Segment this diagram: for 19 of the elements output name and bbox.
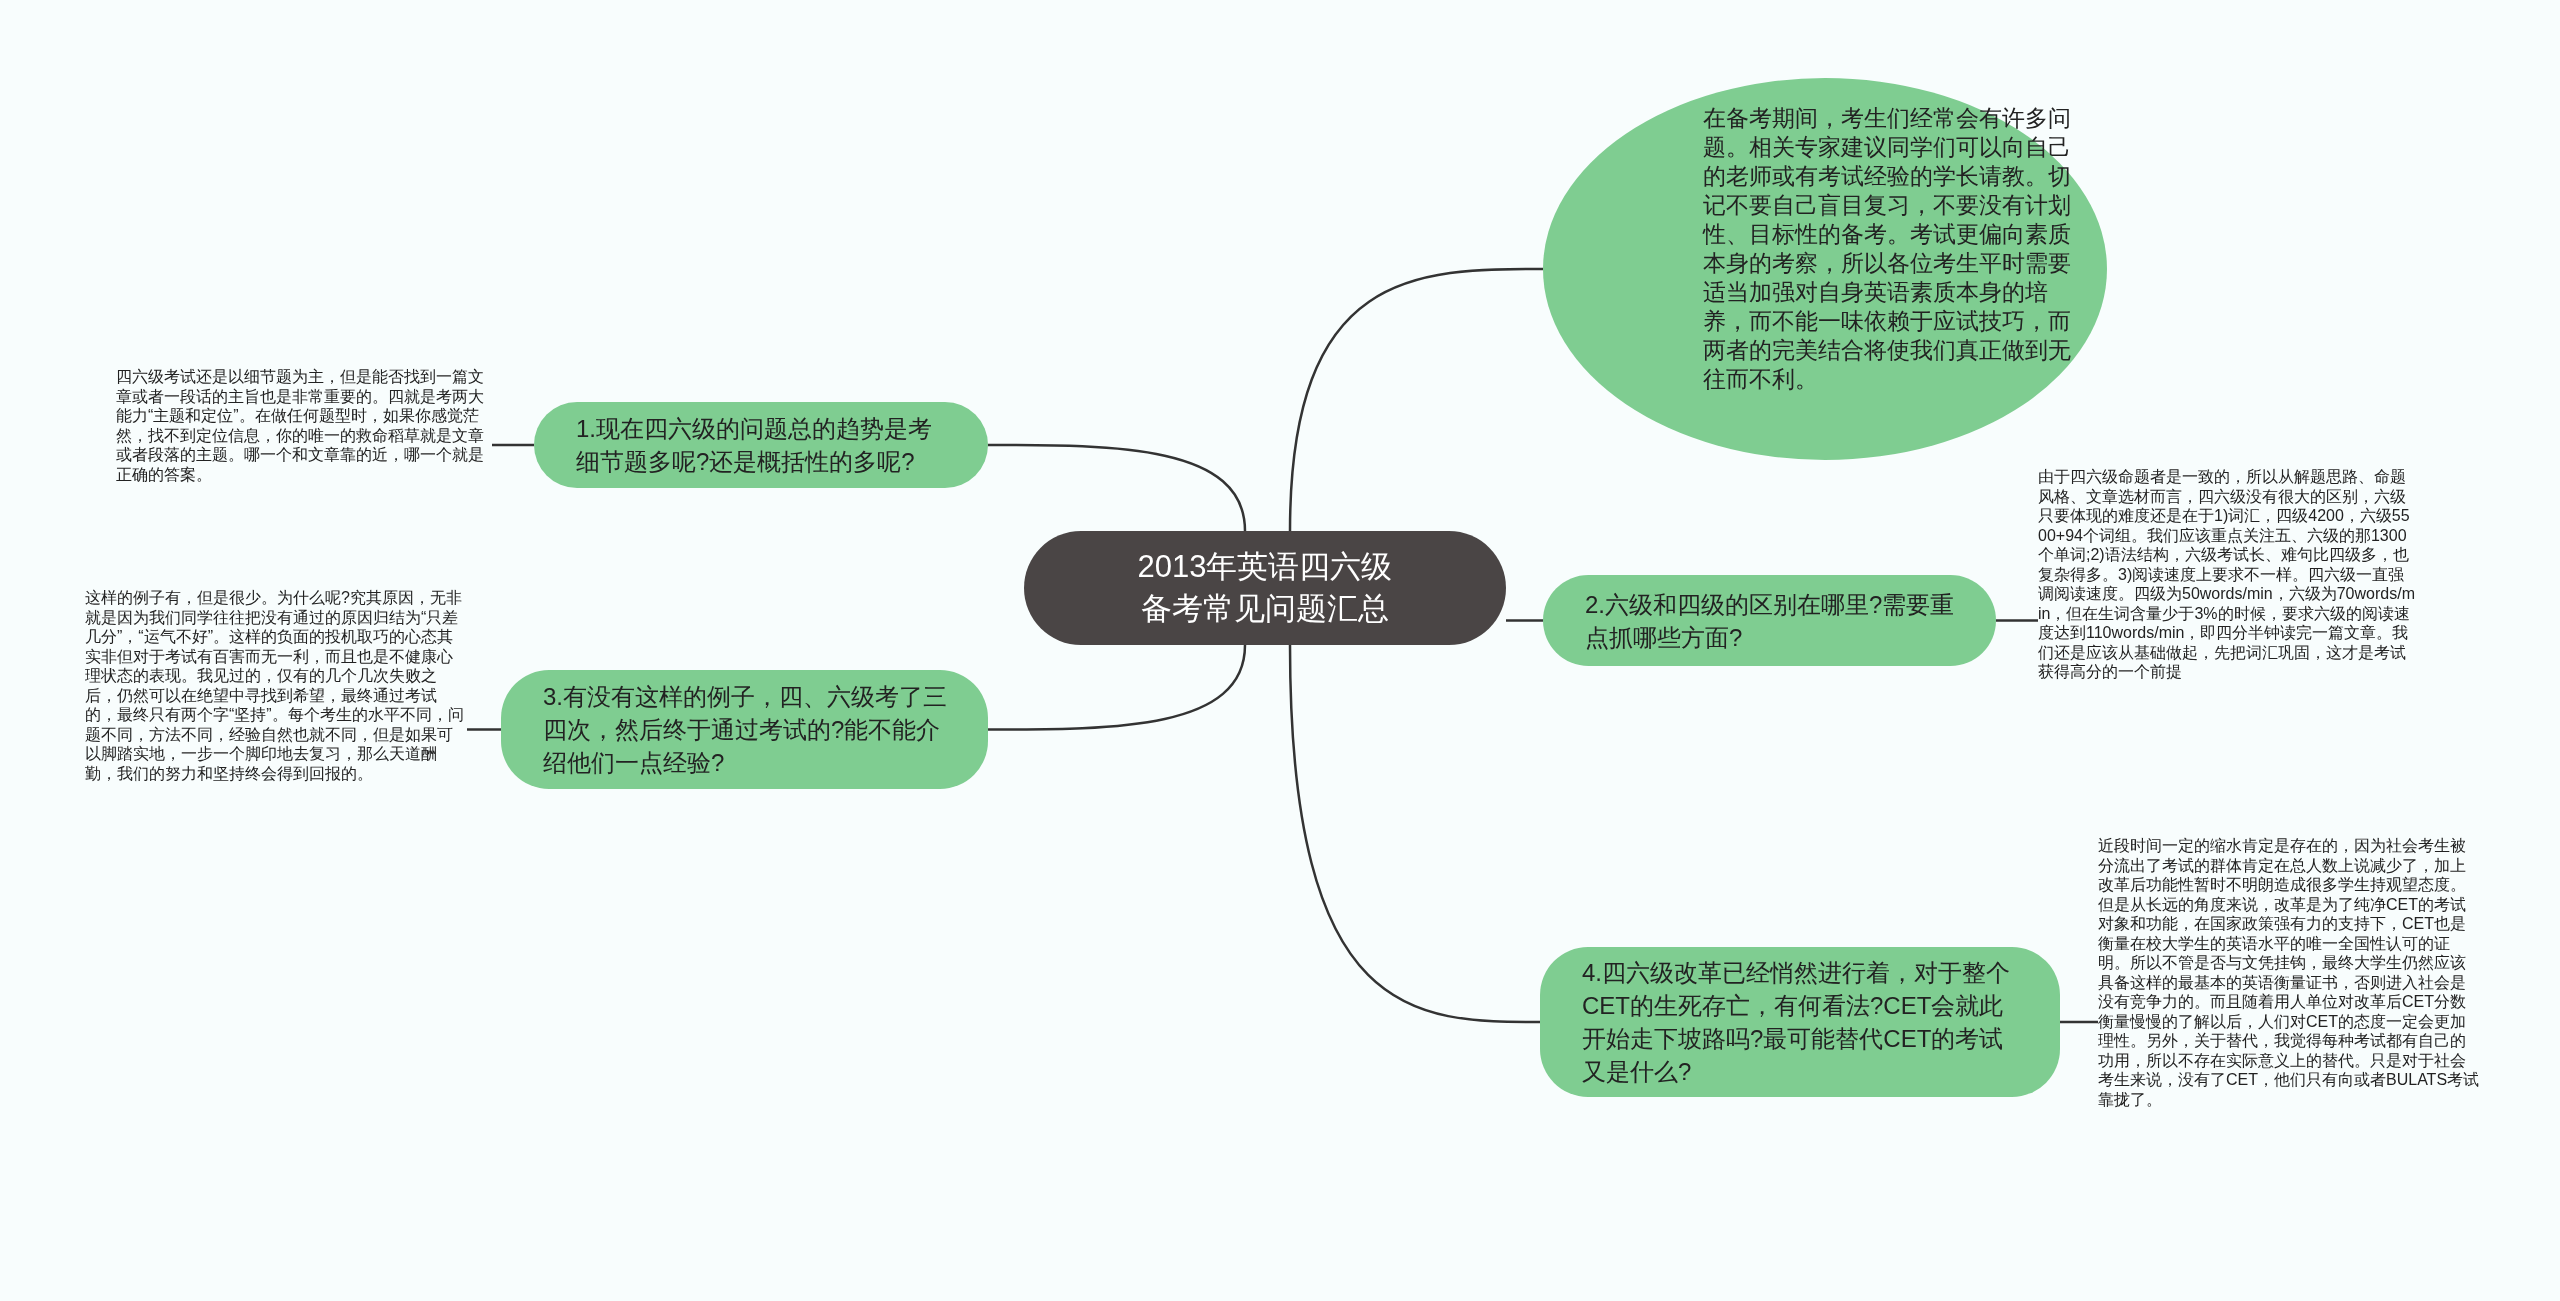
connector-line [1288,644,1540,1024]
topic-bubble: 3.有没有这样的例子，四、六级考了三四次，然后终于通过考试的?能不能介绍他们一点经验? [501,670,988,789]
connector-line [467,728,501,731]
connector-line [1288,267,1543,532]
central-topic: 2013年英语四六级备考常见问题汇总 [1024,531,1506,645]
connector-line [2060,1020,2098,1024]
note-text: 四六级考试还是以细节题为主，但是能否找到一篇文章或者一段话的主旨也是非常重要的。四就是考两大能力“主题和定位”。在做任何题型时，如果你感觉茫然，找不到定位信息，你的唯一的救命稻草就是文章或者段落的主题。哪一个和文章靠的近，哪一个就是正确的答案。 [116,367,492,484]
topic-bubble: 在备考期间，考生们经常会有许多问题。相关专家建议同学们可以向自己的老师或有考试经验的学长请教。切记不要自己盲目复习，不要没有计划性、目标性的备考。考试更偏向素质本身的考察，所以各位考生平时需要适当加强对自身英语素质本身的培养，而不能一味依赖于应试技巧，而两者的完美结合将使我们真正做到无往而不利。 [1543,78,2107,460]
connector-line [1506,619,1543,622]
connector-line [988,644,1247,731]
connector-line [492,443,534,447]
note-text: 由于四六级命题者是一致的，所以从解题思路、命题风格、文章选材而言，四六级没有很大的区别，六级只要体现的难度还是在于1)词汇，四级4200，六级5500+94个词组。我们应该重点关注五、六级的那1300个单词;2)语法结构，六级考试长、难句比四级多，也复杂得多。3)阅读速度上要求不一样。四六级一直强调阅读速度。四级为50words/min，六级为70words/min，但在生词含量少于3%的时候，要求六级的阅读速度达到110words/min，即四分半钟读完一篇文章。我们还是应该从基础做起，先把词汇巩固，这才是考试获得高分的一个前提 [2038,467,2416,682]
topic-bubble: 2.六级和四级的区别在哪里?需要重点抓哪些方面? [1543,575,1996,666]
topic-bubble: 1.现在四六级的问题总的趋势是考细节题多呢?还是概括性的多呢? [534,402,988,488]
note-text: 这样的例子有，但是很少。为什么呢?究其原因，无非就是因为我们同学往往把没有通过的原因归结为“只差几分”，“运气不好”。这样的负面的投机取巧的心态其实非但对于考试有百害而无一利，而且也是不健康心理状态的表现。我见过的，仅有的几个几次失败之后，仍然可以在绝望中寻找到希望，最终通过考试的，最终只有两个字“坚持”。每个考生的水平不同，问题不同，方法不同，经验自然也就不同，但是如果可以脚踏实地，一步一个脚印地去复习，那么天道酬勤，我们的努力和坚持终会得到回报的。 [85,588,467,783]
connector-line [1996,619,2038,622]
topic-bubble: 4.四六级改革已经悄然进行着，对于整个CET的生死存亡，有何看法?CET会就此开始走下坡路吗?最可能替代CET的考试又是什么? [1540,947,2060,1097]
connector-line [988,443,1247,532]
note-text: 近段时间一定的缩水肯定是存在的，因为社会考生被分流出了考试的群体肯定在总人数上说减少了，加上改革后功能性暂时不明朗造成很多学生持观望态度。但是从长远的角度来说，改革是为了纯净CET的考试对象和功能，在国家政策强有力的支持下，CET也是衡量在校大学生的英语水平的唯一全国性认可的证明。所以不管是否与文凭挂钩，最终大学生仍然应该具备这样的最基本的英语衡量证书，否则进入社会是没有竞争力的。而且随着用人单位对改革后CET分数衡量慢慢的了解以后，人们对CET的态度一定会更加理性。另外，关于替代，我觉得每种考试都有自己的功用，所以不存在实际意义上的替代。只是对于社会考生来说，没有了CET，他们只有向或者BULATS考试靠拢了。 [2098,836,2480,1109]
